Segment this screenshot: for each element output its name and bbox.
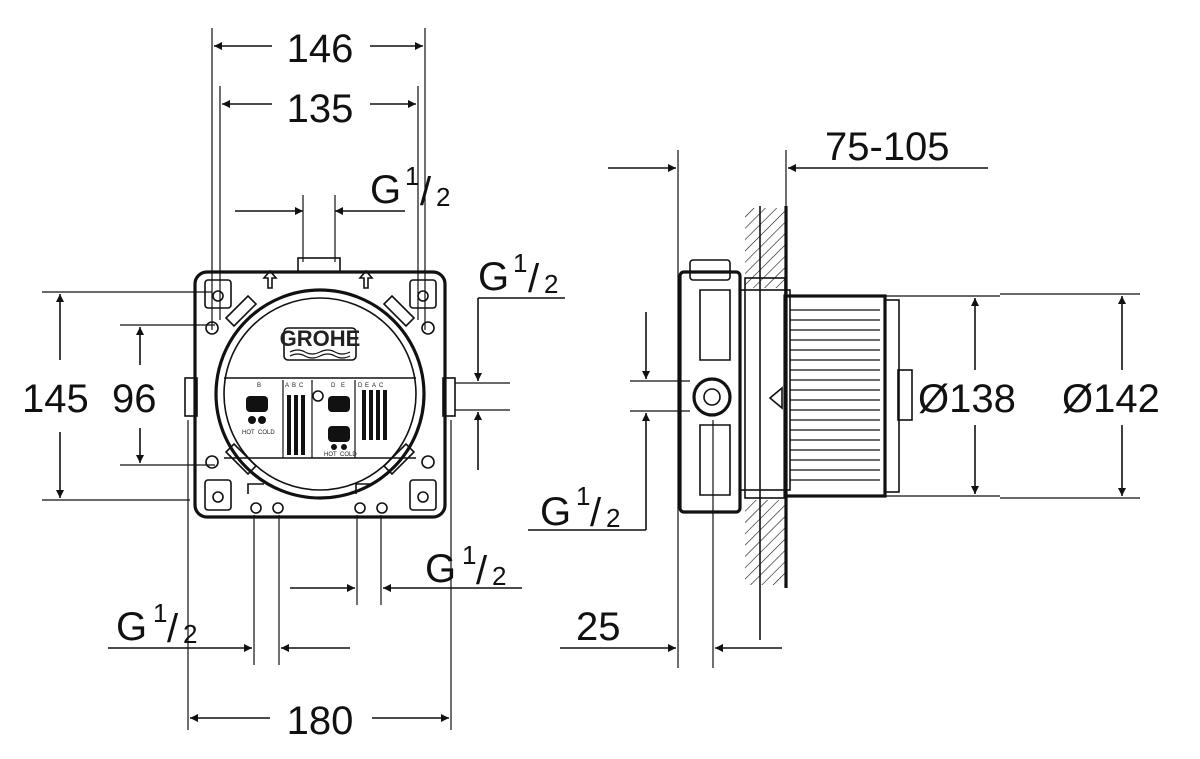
shower-icon [246, 396, 268, 424]
dimension-75-105: 75-105 [608, 125, 988, 668]
wall-section [745, 206, 788, 640]
dim-146-label: 146 [287, 27, 354, 71]
label-a: A [285, 383, 289, 389]
dimension-138: Ø138 [885, 295, 1016, 497]
label-c: C [299, 383, 304, 389]
bottom-outlets [247, 483, 388, 514]
thread-top-den: 2 [436, 182, 450, 212]
hot-label-right: HOT [324, 452, 337, 458]
thread-top: G 1 / 2 [235, 161, 450, 262]
thread-br-num: 1 [462, 540, 476, 570]
cold-label-right: COLD [340, 452, 357, 458]
dim-142-label: Ø142 [1062, 377, 1160, 421]
label-e2: E [365, 383, 369, 389]
dimension-25: 25 [560, 420, 782, 668]
dimension-145: 145 [22, 291, 212, 501]
dimension-180: 180 [187, 420, 452, 743]
svg-text:/: / [476, 549, 488, 593]
valve-housing-side [678, 259, 791, 514]
label-b-left: B [257, 383, 261, 389]
dim-135-label: 135 [287, 87, 354, 131]
thread-right-num: 1 [513, 248, 527, 278]
valve-ring [214, 288, 426, 500]
thread-side-g: G [540, 490, 571, 534]
svg-text:/: / [590, 491, 602, 535]
grohe-logo: GROHE [280, 326, 361, 361]
cylinder-body [768, 294, 913, 498]
dim-180-label: 180 [287, 699, 354, 743]
arrow-up-icon [262, 269, 278, 289]
dimension-135: 135 [219, 86, 419, 320]
top-inlet [297, 257, 341, 273]
thread-bl-g: G [116, 605, 147, 649]
label-a2: A [372, 383, 376, 389]
thread-right: G 1 / 2 [455, 248, 565, 470]
thread-side-den: 2 [606, 503, 620, 533]
thread-side: G 1 / 2 [528, 312, 690, 535]
dimension-96: 96 [112, 324, 215, 466]
thread-bottom-left: G 1 / 2 [108, 515, 350, 665]
front-view: 146 135 G 1 / 2 145 [22, 27, 565, 743]
thread-right-den: 2 [544, 269, 558, 299]
thread-bl-num: 1 [153, 598, 167, 628]
thread-bottom-right: G 1 / 2 [290, 515, 522, 605]
svg-text:/: / [420, 170, 432, 214]
shower-icon [328, 396, 350, 450]
label-e: E [341, 383, 345, 389]
label-b: B [292, 383, 296, 389]
thread-side-num: 1 [576, 481, 590, 511]
dimension-146: 146 [211, 27, 426, 330]
hot-label-left: HOT [242, 430, 255, 436]
thread-br-den: 2 [492, 561, 506, 591]
label-d2: D [358, 383, 363, 389]
triangle-marker-icon [768, 386, 783, 410]
svg-text:/: / [528, 257, 540, 301]
label-c2: C [379, 383, 384, 389]
thread-bl-den: 2 [183, 619, 197, 649]
thread-top-num: 1 [405, 161, 419, 191]
dim-138-label: Ø138 [918, 377, 1016, 421]
thread-right-g: G [478, 255, 509, 299]
label-d: D [331, 383, 336, 389]
dim-145-label: 145 [22, 377, 89, 421]
mounting-box [184, 269, 456, 519]
valve-label-panel: B A B C D E D E A C HOT COLD [224, 377, 416, 459]
side-view: 75-105 [528, 125, 1160, 668]
svg-text:/: / [167, 607, 179, 651]
dim-25-label: 25 [576, 605, 621, 649]
brand-label: GROHE [280, 326, 361, 351]
arrow-up-icon [358, 269, 374, 289]
cold-label-left: COLD [258, 430, 275, 436]
dimension-142: Ø142 [1000, 293, 1160, 499]
dim-96-label: 96 [112, 377, 157, 421]
dim-75-105-label: 75-105 [825, 125, 950, 169]
thread-top-g: G [370, 168, 401, 212]
